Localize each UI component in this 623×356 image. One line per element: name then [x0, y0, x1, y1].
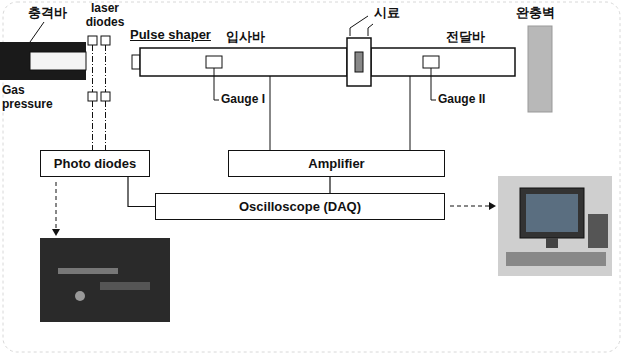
- laser-beam: [93, 45, 106, 150]
- part-name: 전달바: [446, 30, 485, 45]
- laser-diode: [88, 36, 97, 45]
- striker-rod: [30, 52, 86, 70]
- signal-wire: [128, 177, 155, 207]
- gauge-label: Gauge I: [221, 93, 265, 107]
- photo-diodes-photo: [40, 238, 170, 322]
- dashed-arrow: [56, 182, 57, 230]
- specimen: [355, 52, 363, 72]
- dashed-arrow: [450, 206, 490, 207]
- leader-line: [30, 22, 44, 42]
- frame: [3, 2, 620, 352]
- laser-diode: [101, 36, 110, 45]
- process-box: Oscilloscope (DAQ): [155, 193, 445, 220]
- transmitted-bar: [371, 48, 515, 76]
- specimen-holder: [347, 38, 371, 86]
- box-label: Oscilloscope (DAQ): [239, 199, 361, 214]
- arrow-head: [52, 229, 60, 236]
- bracket: [350, 16, 373, 36]
- process-box: Photo diodes: [40, 150, 150, 177]
- computer-photo: [498, 176, 612, 276]
- pulse-shaper: [132, 55, 140, 69]
- photo-sensor: [88, 92, 97, 101]
- gauge-label: Gauge II: [438, 93, 485, 107]
- part-name: 시료: [374, 6, 400, 21]
- part-name: 완충벽: [516, 6, 555, 21]
- photo-sensor: [101, 92, 110, 101]
- gauge-wire: [214, 68, 436, 150]
- strain-gauge: [423, 56, 439, 68]
- box-label: Photo diodes: [54, 156, 136, 171]
- box-label: Amplifier: [308, 156, 364, 171]
- part-name: 충격바: [28, 6, 67, 21]
- part-name: Gas pressure: [2, 84, 60, 112]
- striker-bar: [0, 42, 86, 80]
- part-name: Pulse shaper: [130, 28, 211, 43]
- arrow-head: [489, 202, 496, 210]
- process-box: Amplifier: [228, 150, 445, 177]
- signal-wire: [330, 177, 331, 193]
- incident-bar: [140, 48, 347, 76]
- part-name: 입사바: [226, 30, 265, 45]
- part-name: laser diodes: [80, 2, 130, 30]
- strain-gauge: [206, 56, 222, 68]
- buffer-wall: [528, 26, 552, 112]
